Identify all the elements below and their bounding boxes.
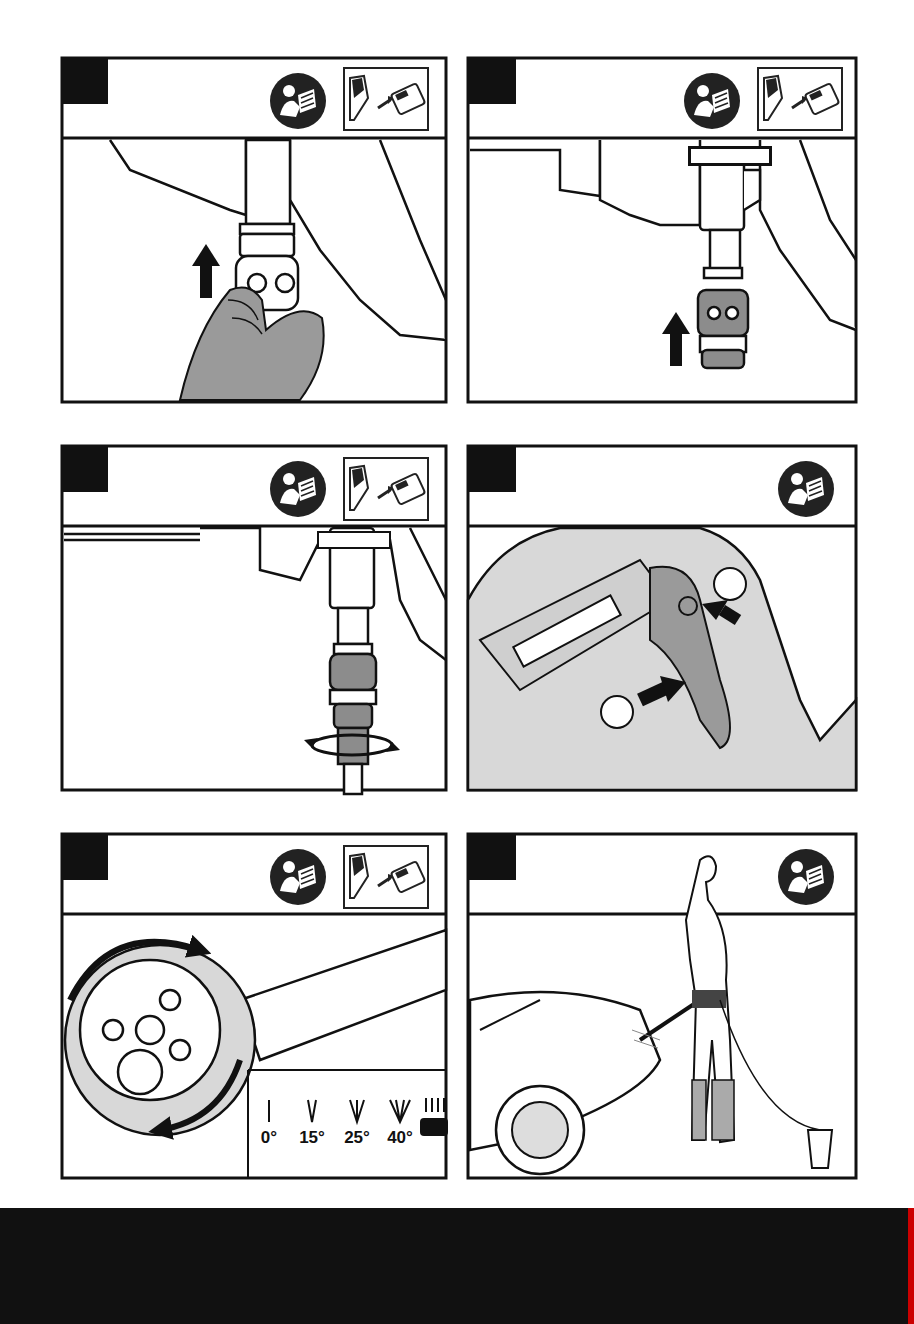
angle-label: 0° [261,1128,277,1148]
angle-label: 25° [344,1128,370,1148]
angle-label: 40° [387,1128,413,1148]
angle-label: 15° [299,1128,325,1148]
